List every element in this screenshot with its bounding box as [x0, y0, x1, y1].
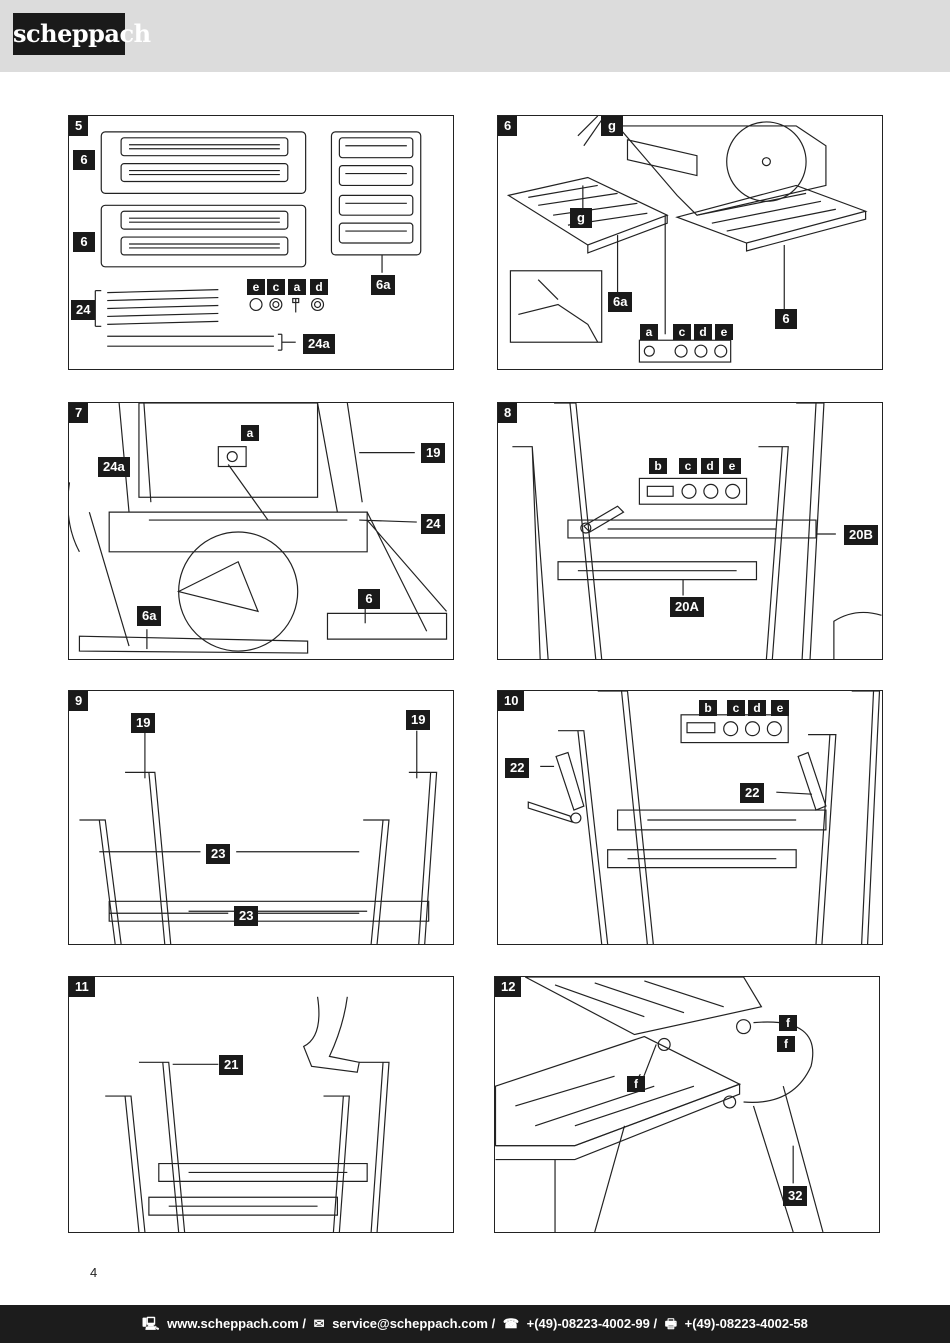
email-link[interactable]: service@scheppach.com / — [332, 1316, 496, 1331]
part-label: c — [673, 324, 691, 340]
part-label: f — [627, 1076, 645, 1092]
part-label: 24 — [421, 514, 446, 534]
part-label: 23 — [206, 844, 231, 864]
figure-5-drawing — [94, 131, 422, 351]
part-label: 6a — [608, 292, 633, 312]
part-label: 19 — [421, 443, 446, 463]
part-label: a — [241, 425, 259, 441]
part-label: 23 — [234, 906, 259, 926]
figure-number: 11 — [69, 977, 95, 997]
part-label: 6 — [73, 150, 95, 170]
part-label: 24 — [71, 300, 96, 320]
part-label: b — [699, 700, 717, 716]
figure-7-drawing — [69, 403, 448, 654]
figure-number: 7 — [69, 403, 89, 423]
part-label: 6 — [775, 309, 797, 329]
part-label: e — [247, 279, 265, 295]
phone-icon: ☎ — [502, 1316, 520, 1331]
figure-10-drawing — [527, 691, 881, 944]
figure-7: 7 a 24a 19 24 6a 6 — [68, 402, 454, 660]
part-label: f — [779, 1015, 797, 1031]
figure-6-drawing — [506, 116, 868, 363]
part-label: 19 — [406, 710, 431, 730]
part-label: a — [640, 324, 658, 340]
part-label: a — [288, 279, 306, 295]
website-link[interactable]: www.scheppach.com / — [167, 1316, 307, 1331]
figure-12-drawing — [495, 977, 824, 1232]
fax-icon: 🖶 — [664, 1316, 677, 1331]
part-label: e — [715, 324, 733, 340]
figure-number: 5 — [69, 116, 89, 136]
phone-number: +(49)-08223-4002-99 / — [526, 1316, 658, 1331]
part-label: d — [701, 458, 719, 474]
part-label: e — [723, 458, 741, 474]
figure-number: 10 — [498, 691, 525, 711]
figure-11: 11 21 — [68, 976, 454, 1233]
part-label: 20B — [844, 525, 878, 545]
part-label: 24a — [98, 457, 130, 477]
footer-bar: 🖳 www.scheppach.com / ✉ service@scheppac… — [0, 1305, 950, 1343]
part-label: 22 — [505, 758, 530, 778]
figure-11-drawing — [105, 996, 390, 1232]
part-label: c — [727, 700, 745, 716]
figure-12: 12 f f f 32 — [494, 976, 880, 1233]
part-label: 6a — [371, 275, 396, 295]
part-label: 6 — [358, 589, 380, 609]
part-label: c — [679, 458, 697, 474]
part-label: c — [267, 279, 285, 295]
part-label: b — [649, 458, 667, 474]
figure-5: 5 6 6 6a 24 24a e c a d — [68, 115, 454, 370]
part-label: 19 — [131, 713, 156, 733]
part-label: f — [777, 1036, 795, 1052]
part-label: 6a — [137, 606, 162, 626]
fax-number: +(49)-08223-4002-58 — [684, 1316, 808, 1331]
part-label: g — [570, 208, 592, 228]
part-label: d — [310, 279, 328, 295]
figure-number: 9 — [69, 691, 89, 711]
figure-number: 12 — [495, 977, 522, 997]
part-label: 22 — [740, 783, 765, 803]
mail-icon: ✉ — [313, 1316, 325, 1331]
part-label: d — [694, 324, 712, 340]
brand-logo: scheppach — [13, 13, 151, 55]
computer-icon: 🖳 — [142, 1316, 160, 1331]
page-number: 4 — [90, 1265, 98, 1280]
figure-8-drawing — [512, 403, 882, 659]
figure-6: 6 g g 6a 6 a c d e — [497, 115, 883, 370]
part-label: 24a — [303, 334, 335, 354]
figure-8: 8 b c d e 20B 20A — [497, 402, 883, 660]
figure-number: 6 — [498, 116, 518, 136]
figure-9-drawing — [79, 726, 438, 944]
figure-number: 8 — [498, 403, 518, 423]
part-label: 6 — [73, 232, 95, 252]
figure-9: 9 19 19 23 23 — [68, 690, 454, 945]
part-label: 32 — [783, 1186, 808, 1206]
figure-10: 10 b c d e 22 22 — [497, 690, 883, 945]
part-label: 21 — [219, 1055, 244, 1075]
part-label: e — [771, 700, 789, 716]
part-label: g — [601, 116, 623, 136]
part-label: d — [748, 700, 766, 716]
part-label: 20A — [670, 597, 704, 617]
header-bar: scheppach — [0, 0, 950, 72]
